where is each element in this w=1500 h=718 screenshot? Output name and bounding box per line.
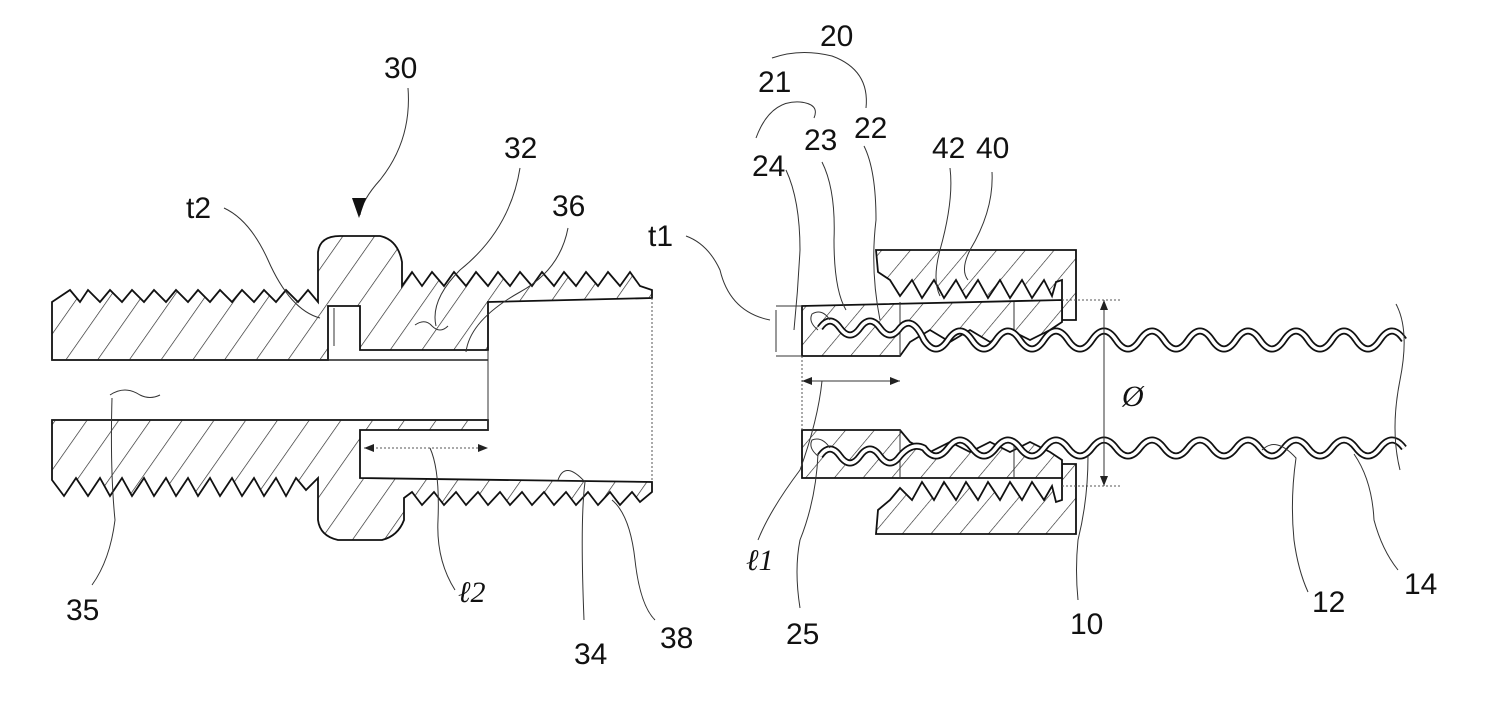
label-40: 40 <box>976 132 1009 165</box>
label-10: 10 <box>1070 608 1103 641</box>
leader-12 <box>1262 445 1308 592</box>
label-14: 14 <box>1404 568 1437 601</box>
label-34: 34 <box>574 638 607 671</box>
l1-arrow-right <box>890 377 900 385</box>
fitting-upper-section <box>52 236 652 360</box>
label-38: 38 <box>660 622 693 655</box>
fitting-body <box>52 236 652 540</box>
l1-arrow-left <box>802 377 812 385</box>
leader-t1 <box>686 236 770 320</box>
label-23: 23 <box>804 124 837 157</box>
leader-38 <box>612 500 655 620</box>
label-24: 24 <box>752 150 785 183</box>
leader-23 <box>822 162 846 310</box>
right-labels: 20 21 22 23 24 42 40 t1 ℓ1 25 Ø 10 12 14 <box>648 20 1437 651</box>
nut-40 <box>876 250 1076 534</box>
leader-l2 <box>430 448 455 590</box>
leader-22 <box>864 146 880 320</box>
l2-arrow-right <box>478 444 488 452</box>
label-12: 12 <box>1312 586 1345 619</box>
diameter-arrow-bottom <box>1100 476 1108 486</box>
label-30: 30 <box>384 52 417 85</box>
label-35: 35 <box>66 594 99 627</box>
l2-arrow-left <box>364 444 374 452</box>
leader-30 <box>360 88 408 215</box>
label-22: 22 <box>854 112 887 145</box>
leader-14 <box>1354 454 1398 570</box>
arrowhead-30 <box>352 198 366 218</box>
label-25: 25 <box>786 618 819 651</box>
label-20: 20 <box>820 20 853 53</box>
label-l2: ℓ2 <box>458 576 486 609</box>
fitting-lower-section <box>52 420 652 540</box>
label-t2: t2 <box>186 192 211 225</box>
diameter-arrow-top <box>1100 300 1108 310</box>
label-l1: ℓ1 <box>746 544 774 577</box>
bore-tilde <box>110 390 160 398</box>
label-32: 32 <box>504 132 537 165</box>
label-42: 42 <box>932 132 965 165</box>
leader-10 <box>1077 456 1089 600</box>
left-labels: 30 32 36 t2 35 ℓ2 34 38 <box>66 52 693 671</box>
label-diameter: Ø <box>1121 380 1145 413</box>
label-21: 21 <box>758 66 791 99</box>
label-t1: t1 <box>648 220 673 253</box>
label-36: 36 <box>552 190 585 223</box>
